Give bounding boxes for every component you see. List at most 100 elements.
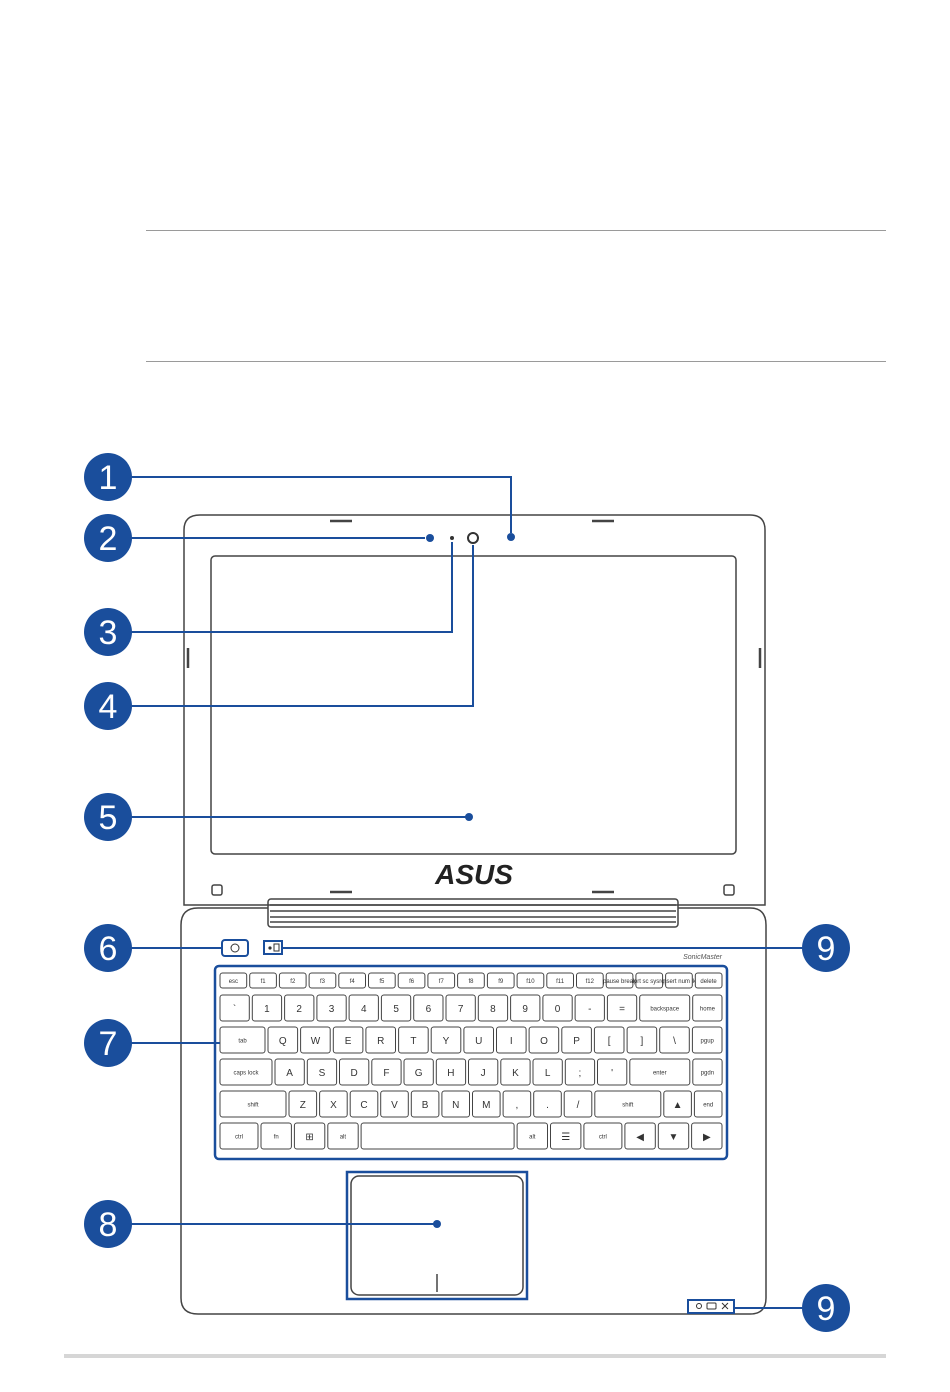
- keyboard-key[interactable]: [284, 994, 315, 1022]
- keyboard-key[interactable]: [219, 1026, 266, 1054]
- keyboard-key[interactable]: [516, 1122, 548, 1150]
- keyboard-key[interactable]: [288, 1090, 318, 1118]
- keyboard-key-label: Q: [279, 1036, 287, 1047]
- keyboard-key[interactable]: [629, 1058, 691, 1086]
- keyboard-key[interactable]: [691, 1122, 723, 1150]
- svg-text:9: 9: [817, 1290, 836, 1328]
- keyboard-key[interactable]: [574, 994, 605, 1022]
- keyboard-key[interactable]: [332, 1026, 364, 1054]
- keyboard-key[interactable]: [251, 994, 283, 1022]
- keyboard-key[interactable]: [219, 972, 248, 989]
- keyboard-key-label: f12: [586, 979, 595, 985]
- callout-3: 3: [84, 608, 132, 656]
- keyboard-key[interactable]: [348, 994, 379, 1022]
- keyboard-key[interactable]: [561, 1026, 592, 1054]
- keyboard-key[interactable]: [267, 1026, 299, 1054]
- keyboard-key[interactable]: [413, 994, 444, 1022]
- keyboard-key[interactable]: [380, 994, 412, 1022]
- keyboard-key[interactable]: [583, 1122, 623, 1150]
- keyboard-key[interactable]: [657, 1122, 690, 1150]
- keyboard-key[interactable]: [339, 1058, 370, 1086]
- keyboard-key[interactable]: [319, 1090, 348, 1118]
- keyboard-key[interactable]: [594, 1090, 662, 1118]
- keyboard-key[interactable]: [546, 972, 574, 989]
- keyboard-key[interactable]: [639, 994, 691, 1022]
- keyboard-key[interactable]: [692, 994, 723, 1022]
- keyboard-key[interactable]: [219, 1090, 287, 1118]
- keyboard-key[interactable]: [219, 1058, 273, 1086]
- keyboard-key[interactable]: [435, 1058, 467, 1086]
- keyboard-key[interactable]: [468, 1058, 499, 1086]
- keyboard-key[interactable]: [365, 1026, 396, 1054]
- keyboard-key[interactable]: [274, 1058, 305, 1086]
- keyboard-key[interactable]: [368, 972, 396, 989]
- keyboard-key-label: 6: [426, 1004, 432, 1015]
- keyboard-key[interactable]: [563, 1090, 593, 1118]
- keyboard-key[interactable]: [472, 1090, 501, 1118]
- keyboard-key[interactable]: [260, 1122, 292, 1150]
- keyboard-key[interactable]: [338, 972, 366, 989]
- keyboard-key[interactable]: [624, 1122, 656, 1150]
- keyboard-key[interactable]: [293, 1122, 326, 1150]
- keyboard-key[interactable]: [219, 1122, 259, 1150]
- keyboard-key[interactable]: [606, 994, 638, 1022]
- keyboard-key[interactable]: [398, 1026, 429, 1054]
- keyboard-key-label: Z: [300, 1100, 306, 1111]
- keyboard-key[interactable]: [380, 1090, 409, 1118]
- keyboard-key[interactable]: [528, 1026, 560, 1054]
- keyboard-key[interactable]: [403, 1058, 434, 1086]
- keyboard-key[interactable]: [300, 1026, 331, 1054]
- keyboard-key[interactable]: [550, 1122, 582, 1150]
- keyboard-key[interactable]: [308, 972, 337, 989]
- keyboard-key[interactable]: [597, 1058, 628, 1086]
- keyboard-key[interactable]: [430, 1026, 462, 1054]
- keyboard-key[interactable]: [349, 1090, 379, 1118]
- keyboard-key[interactable]: [593, 1026, 625, 1054]
- keyboard-key[interactable]: [410, 1090, 440, 1118]
- keyboard-key[interactable]: [500, 1058, 531, 1086]
- power-button[interactable]: [221, 939, 249, 957]
- keyboard-key[interactable]: [532, 1058, 563, 1086]
- keyboard-key[interactable]: [693, 1090, 723, 1118]
- bottom-rule: [146, 361, 886, 362]
- keyboard-key[interactable]: [694, 972, 723, 989]
- keyboard-key[interactable]: [576, 972, 604, 989]
- svg-text:5: 5: [99, 799, 118, 837]
- keyboard-key[interactable]: [496, 1026, 527, 1054]
- keyboard-key[interactable]: [663, 1090, 692, 1118]
- keyboard-key[interactable]: [316, 994, 347, 1022]
- keyboard-key-label: E: [345, 1036, 352, 1047]
- keyboard-key[interactable]: [306, 1058, 338, 1086]
- keyboard-key[interactable]: [477, 994, 509, 1022]
- keyboard-key[interactable]: [463, 1026, 494, 1054]
- keyboard-key[interactable]: [371, 1058, 402, 1086]
- keyboard-key[interactable]: [516, 972, 545, 989]
- keyboard-key[interactable]: [502, 1090, 532, 1118]
- keyboard-key[interactable]: [441, 1090, 470, 1118]
- keyboard-key[interactable]: [533, 1090, 562, 1118]
- keyboard-key[interactable]: [249, 972, 277, 989]
- keyboard-key[interactable]: [665, 972, 693, 989]
- keyboard-key[interactable]: [692, 1058, 723, 1086]
- keyboard-key[interactable]: [360, 1122, 515, 1150]
- keyboard-key[interactable]: [427, 972, 456, 989]
- keyboard-key[interactable]: [542, 994, 573, 1022]
- keyboard-key[interactable]: [278, 972, 307, 989]
- keyboard-key[interactable]: [327, 1122, 359, 1150]
- keyboard-key[interactable]: [219, 994, 250, 1022]
- keyboard-key[interactable]: [397, 972, 426, 989]
- power-icon: [230, 943, 240, 953]
- keyboard-key[interactable]: [691, 1026, 723, 1054]
- keyboard-key[interactable]: [510, 994, 541, 1022]
- keyboard-key[interactable]: [445, 994, 476, 1022]
- keyboard-key[interactable]: [635, 972, 664, 989]
- touchpad[interactable]: [345, 1170, 529, 1301]
- keyboard-key[interactable]: [564, 1058, 596, 1086]
- keyboard-key[interactable]: [486, 972, 515, 989]
- keyboard-key[interactable]: [659, 1026, 690, 1054]
- keyboard-key[interactable]: [626, 1026, 658, 1054]
- keyboard-key[interactable]: [457, 972, 485, 989]
- keyboard-key[interactable]: [605, 972, 634, 989]
